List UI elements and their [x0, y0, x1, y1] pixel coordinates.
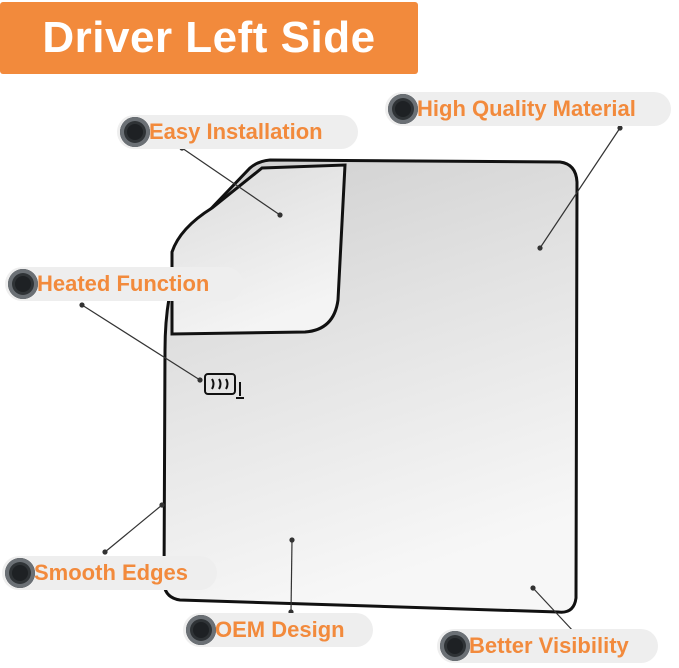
page-title: Driver Left Side — [42, 13, 376, 62]
feature-label: Heated Function — [37, 271, 210, 296]
feature-heated-function: Heated Function — [5, 267, 243, 301]
bullet-icon — [120, 117, 150, 147]
feature-oem-design: OEM Design — [183, 613, 373, 647]
heated-mirror-icon — [204, 373, 244, 399]
feature-smooth-edges: Smooth Edges — [2, 556, 217, 590]
bullet-icon — [5, 558, 35, 588]
feature-high-quality-material: High Quality Material — [385, 92, 671, 126]
bullet-icon — [8, 269, 38, 299]
feature-label: Easy Installation — [149, 119, 323, 144]
bullet-icon — [440, 631, 470, 661]
bullet-icon — [186, 615, 216, 645]
bullet-icon — [388, 94, 418, 124]
feature-label: OEM Design — [215, 617, 345, 642]
feature-label: Better Visibility — [469, 633, 629, 658]
feature-better-visibility: Better Visibility — [437, 629, 658, 663]
feature-label: Smooth Edges — [34, 560, 189, 585]
feature-easy-installation: Easy Installation — [117, 115, 358, 149]
spotter-mirror — [170, 163, 347, 336]
title-banner: Driver Left Side — [0, 2, 418, 74]
feature-label: High Quality Material — [417, 96, 636, 121]
